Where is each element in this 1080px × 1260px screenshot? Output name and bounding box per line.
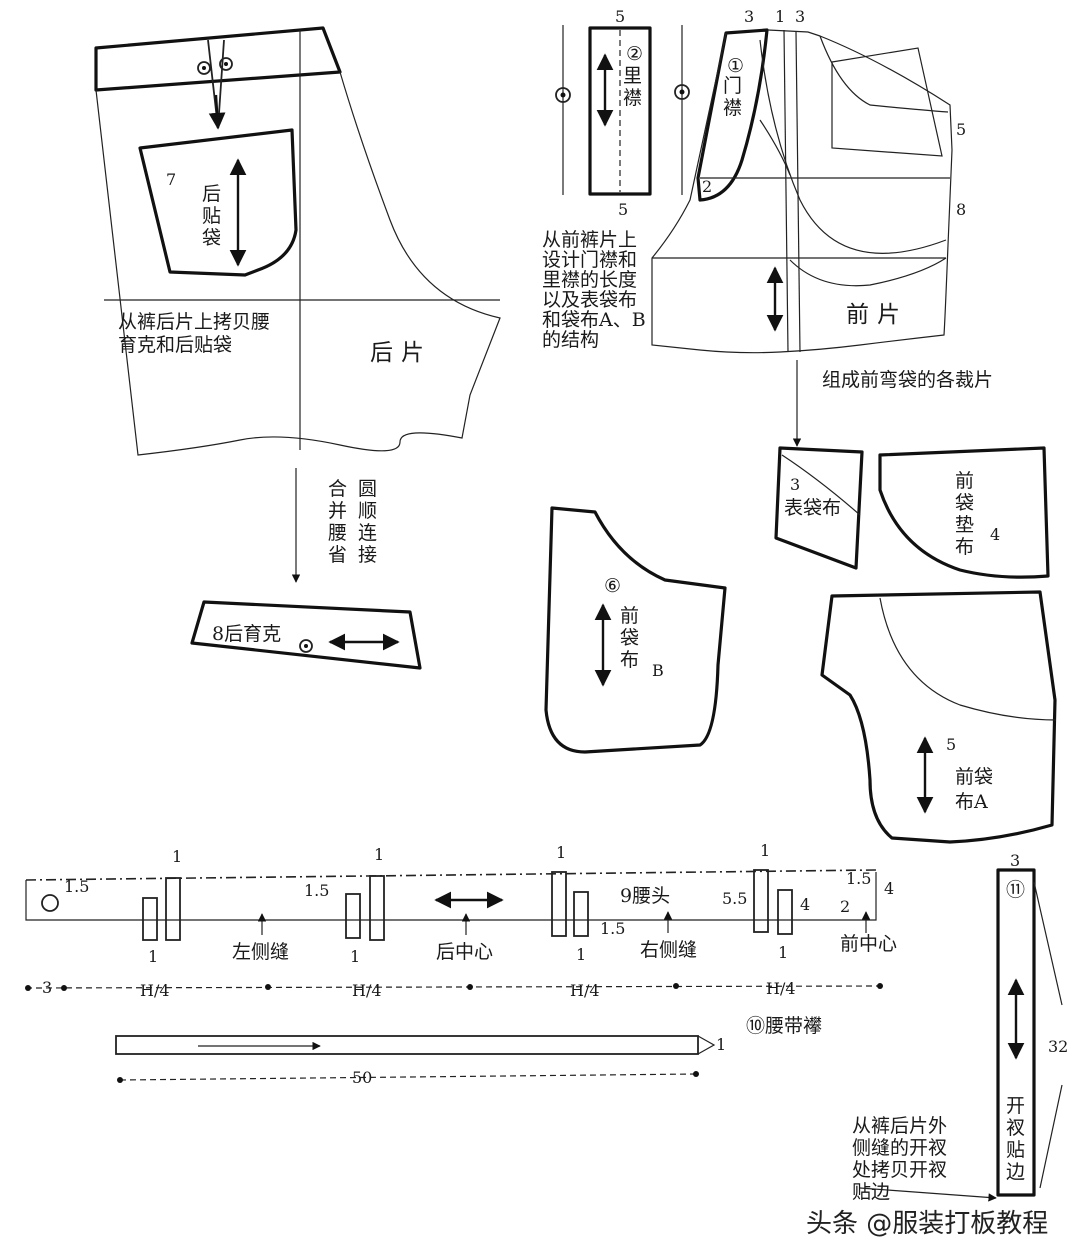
pocket-facing-piece: 3 表袋布 bbox=[774, 446, 864, 570]
back-yoke-piece: 8后育克 bbox=[190, 600, 422, 670]
slit-top-dim: 3 bbox=[1010, 851, 1020, 870]
waist-dim: 1.5 bbox=[304, 881, 329, 900]
lining-circle: ② bbox=[626, 43, 643, 65]
waist-dim: 1 bbox=[148, 947, 158, 966]
waist-measure-h4: H/4 bbox=[570, 981, 600, 1000]
pad-num: 4 bbox=[990, 525, 1000, 544]
front-panel: 1 3 5 8 前片 组成前弯袋的各裁片 bbox=[651, 7, 993, 447]
front-dim-1: 1 bbox=[775, 7, 785, 26]
pad-label: 前袋垫布 bbox=[955, 470, 974, 558]
waist-mark-left-side: 左侧缝 bbox=[232, 941, 289, 963]
waist-dim: 1.5 bbox=[846, 869, 871, 888]
bag-b-label: 前袋布 bbox=[620, 605, 639, 671]
back-panel: 7 后贴袋 从裤后片上拷贝腰 育克和后贴袋 后片 bbox=[94, 26, 501, 456]
fly-note-1: 从前裤片上 bbox=[542, 229, 637, 251]
waist-dim: 2 bbox=[840, 897, 850, 916]
back-body-outline bbox=[95, 71, 501, 456]
waist-dim: 1 bbox=[576, 945, 586, 964]
bag-b-circle: ⑥ bbox=[604, 575, 621, 597]
slit-note-2: 侧缝的开衩 bbox=[852, 1137, 947, 1159]
front-dim-3: 3 bbox=[795, 7, 805, 26]
fly-note-2: 设计门襟和 bbox=[542, 249, 637, 271]
slit-note-1: 从裤后片外 bbox=[852, 1115, 947, 1137]
waist-measure: 3 bbox=[42, 978, 52, 997]
fly-note-5: 和袋布A、B bbox=[542, 309, 646, 331]
belt-loop-length: 50 bbox=[352, 1068, 372, 1087]
back-note-line-2: 育克和后贴袋 bbox=[118, 334, 232, 356]
belt-loop-piece: 1 ⑩腰带襻 50 bbox=[115, 1015, 822, 1087]
waist-dim: 5.5 bbox=[722, 889, 747, 908]
belt-loop-width: 1 bbox=[716, 1035, 726, 1054]
back-note-line-1: 从裤后片上拷贝腰 bbox=[118, 311, 270, 333]
waistband-piece: 左侧缝 后中心 右侧缝 前中心 9腰头 1.5 1 1.5 1 1 1.5 1 … bbox=[25, 841, 897, 1000]
slit-note-4: 贴边 bbox=[852, 1181, 890, 1203]
slit-facing-label: 开衩贴边 bbox=[1006, 1095, 1025, 1183]
front-panel-title: 前片 bbox=[846, 302, 908, 328]
pocket-bag-a-piece: 5 前袋 布A bbox=[820, 590, 1057, 844]
fly-note-4: 以及表袋布 bbox=[542, 289, 637, 311]
bag-b-letter: B bbox=[652, 661, 664, 680]
waist-mark-back-center: 后中心 bbox=[436, 941, 493, 963]
waist-measure-h4: H/4 bbox=[766, 979, 796, 998]
waist-dim: 1 bbox=[374, 845, 384, 864]
pocket-pad-piece: 前袋垫布 4 bbox=[878, 446, 1050, 579]
facing-num: 3 bbox=[790, 475, 800, 494]
waist-measure-h4: H/4 bbox=[352, 981, 382, 1000]
waist-dim: 4 bbox=[800, 895, 810, 914]
belt-loop-label: ⑩腰带襻 bbox=[746, 1015, 822, 1037]
back-waist-yoke-outline bbox=[94, 26, 342, 92]
waist-dim: 1.5 bbox=[64, 877, 89, 896]
slit-note-3: 处拷贝开衩 bbox=[852, 1159, 947, 1181]
fly-placket: 3 ① 门襟 2 从前裤片上 设计门襟和 里襟的长度 以及表袋布 和袋布A、B … bbox=[542, 7, 769, 351]
waist-dim: 1 bbox=[778, 943, 788, 962]
watermark: 头条 @服装打板教程 bbox=[806, 1209, 1048, 1239]
front-dim-8: 8 bbox=[956, 200, 966, 219]
merge-col-1: 合并腰省 bbox=[328, 478, 347, 566]
waist-dim: 1 bbox=[172, 847, 182, 866]
fly-note: 从前裤片上 设计门襟和 里襟的长度 以及表袋布 和袋布A、B 的结构 bbox=[542, 229, 646, 351]
waistband-label: 9腰头 bbox=[620, 885, 670, 907]
lining-width-top: 5 bbox=[615, 7, 625, 26]
placket-top-dim: 3 bbox=[744, 7, 754, 26]
fly-note-3: 里襟的长度 bbox=[542, 269, 637, 291]
slit-facing-circle: ⑪ bbox=[1006, 879, 1025, 901]
back-yoke-label: 8后育克 bbox=[212, 623, 281, 645]
fly-lining: 5 5 ② 里襟 bbox=[555, 7, 652, 219]
merge-col-2: 圆顺连接 bbox=[358, 478, 377, 566]
waist-dim: 4 bbox=[884, 879, 894, 898]
slit-facing-piece: ⑪ 3 开衩贴边 32 从裤后片外 侧缝的开衩 处拷贝开衩 贴边 bbox=[852, 851, 1068, 1203]
bag-a-label-2: 布A bbox=[955, 791, 988, 813]
fly-note-6: 的结构 bbox=[542, 329, 599, 351]
bag-a-num: 5 bbox=[946, 735, 956, 754]
waist-mark-front-center: 前中心 bbox=[840, 933, 897, 955]
front-caption: 组成前弯袋的各裁片 bbox=[822, 369, 993, 391]
facing-label: 表袋布 bbox=[784, 497, 841, 519]
front-dim-5: 5 bbox=[956, 120, 966, 139]
waist-mark-right-side: 右侧缝 bbox=[640, 939, 697, 961]
waist-dim: 1 bbox=[760, 841, 770, 860]
lining-width-bottom: 5 bbox=[618, 200, 628, 219]
merge-arrow-group: 合并腰省 圆顺连接 bbox=[291, 468, 377, 583]
waist-dim: 1.5 bbox=[600, 919, 625, 938]
bag-a-label-1: 前袋 bbox=[955, 766, 993, 788]
slit-facing-length: 32 bbox=[1048, 1037, 1068, 1056]
placket-label: 门襟 bbox=[723, 75, 742, 119]
placket-curve-num: 2 bbox=[702, 177, 712, 196]
pocket-bag-b-piece: ⑥ 前袋布 B bbox=[544, 506, 727, 754]
back-pocket-number: 7 bbox=[166, 170, 176, 189]
back-pocket-outline bbox=[138, 128, 298, 277]
back-pocket-label: 后贴袋 bbox=[202, 183, 221, 249]
waist-dim: 1 bbox=[350, 947, 360, 966]
placket-circle: ① bbox=[727, 55, 744, 77]
lining-label: 里襟 bbox=[623, 65, 642, 109]
waist-measure-h4: H/4 bbox=[140, 981, 170, 1000]
back-panel-title: 后片 bbox=[370, 340, 432, 366]
waist-dim: 1 bbox=[556, 843, 566, 862]
